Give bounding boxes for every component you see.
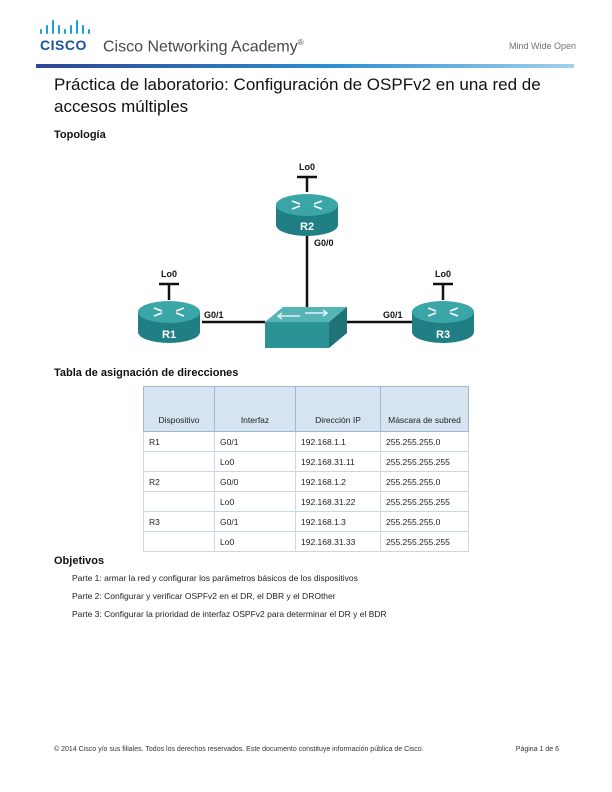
table-cell: 192.168.1.2 xyxy=(295,471,381,492)
table-cell: R2 xyxy=(143,471,215,492)
r1-loopback-label: Lo0 xyxy=(161,269,177,279)
r2-interface-label: G0/0 xyxy=(314,238,334,248)
tagline: Mind Wide Open xyxy=(508,41,576,51)
table-row: R3 G0/1 192.168.1.3 255.255.255.0 xyxy=(143,511,469,532)
table-cell: 192.168.1.1 xyxy=(295,431,381,452)
address-table: Dispositivo Interfaz Dirección IP Máscar… xyxy=(143,386,469,552)
table-row: R1 G0/1 192.168.1.1 255.255.255.0 xyxy=(143,431,469,452)
router-r2-icon xyxy=(276,194,338,236)
table-cell xyxy=(143,491,215,512)
page-number: Página 1 de 6 xyxy=(515,746,559,753)
cisco-logo: CISCO xyxy=(40,20,92,54)
r2-loopback-label: Lo0 xyxy=(299,162,315,172)
objective-item: Parte 2: Configurar y verificar OSPFv2 e… xyxy=(72,591,336,601)
table-cell: 192.168.31.22 xyxy=(295,491,381,512)
table-cell: 255.255.255.0 xyxy=(380,511,469,532)
column-header: Dispositivo xyxy=(143,386,215,432)
table-cell: R3 xyxy=(143,511,215,532)
table-cell: Lo0 xyxy=(214,491,296,512)
table-row: Lo0 192.168.31.11 255.255.255.255 xyxy=(143,451,469,472)
cisco-bars-icon xyxy=(40,20,92,34)
table-cell: R1 xyxy=(143,431,215,452)
table-row: Lo0 192.168.31.22 255.255.255.255 xyxy=(143,491,469,512)
table-cell xyxy=(143,451,215,472)
table-cell: 192.168.31.11 xyxy=(295,451,381,472)
table-cell: 255.255.255.0 xyxy=(380,431,469,452)
switch-icon xyxy=(265,307,347,348)
table-cell: G0/1 xyxy=(214,431,296,452)
table-cell: Lo0 xyxy=(214,451,296,472)
table-row: Lo0 192.168.31.33 255.255.255.255 xyxy=(143,531,469,552)
table-cell: 192.168.1.3 xyxy=(295,511,381,532)
table-cell: 255.255.255.255 xyxy=(380,451,469,472)
table-header-row: Dispositivo Interfaz Dirección IP Máscar… xyxy=(143,386,469,432)
r3-loopback-label: Lo0 xyxy=(435,269,451,279)
header-rule xyxy=(36,64,574,68)
r1-name-label: R1 xyxy=(162,329,176,341)
academy-name: Cisco Networking Academy® xyxy=(103,38,304,56)
table-cell: 192.168.31.33 xyxy=(295,531,381,552)
table-cell: G0/1 xyxy=(214,511,296,532)
table-row: R2 G0/0 192.168.1.2 255.255.255.0 xyxy=(143,471,469,492)
academy-label: Cisco Networking Academy xyxy=(103,38,298,56)
topology-diagram: Lo0 R2 G0/0 Lo0 R1 G0/1 Lo0 R3 G0/1 xyxy=(138,162,474,348)
table-cell: Lo0 xyxy=(214,531,296,552)
page-footer: © 2014 Cisco y/o sus filiales. Todos los… xyxy=(54,746,559,753)
table-cell xyxy=(143,531,215,552)
trademark-symbol: ® xyxy=(297,38,304,47)
router-r1-icon xyxy=(138,301,200,343)
copyright-text: © 2014 Cisco y/o sus filiales. Todos los… xyxy=(54,746,424,753)
address-table-heading: Tabla de asignación de direcciones xyxy=(54,367,239,379)
cisco-wordmark: CISCO xyxy=(40,37,87,53)
column-header: Máscara de subred xyxy=(380,386,469,432)
page-title: Práctica de laboratorio: Configuración d… xyxy=(54,75,541,116)
objective-item: Parte 3: Configurar la prioridad de inte… xyxy=(72,609,387,619)
table-cell: 255.255.255.0 xyxy=(380,471,469,492)
table-cell: 255.255.255.255 xyxy=(380,491,469,512)
table-cell: G0/0 xyxy=(214,471,296,492)
page-header: CISCO Cisco Networking Academy® Mind Wid… xyxy=(0,0,612,70)
r3-interface-label: G0/1 xyxy=(383,310,403,320)
objective-item: Parte 1: armar la red y configurar los p… xyxy=(72,573,358,583)
column-header: Dirección IP xyxy=(295,386,381,432)
r1-interface-label: G0/1 xyxy=(204,310,224,320)
column-header: Interfaz xyxy=(214,386,296,432)
r2-name-label: R2 xyxy=(300,221,314,233)
objectives-heading: Objetivos xyxy=(54,555,105,567)
r3-name-label: R3 xyxy=(436,329,450,341)
router-r3-icon xyxy=(412,301,474,343)
objectives-list: Parte 1: armar la red y configurar los p… xyxy=(72,573,387,627)
table-cell: 255.255.255.255 xyxy=(380,531,469,552)
topology-heading: Topología xyxy=(54,129,106,141)
